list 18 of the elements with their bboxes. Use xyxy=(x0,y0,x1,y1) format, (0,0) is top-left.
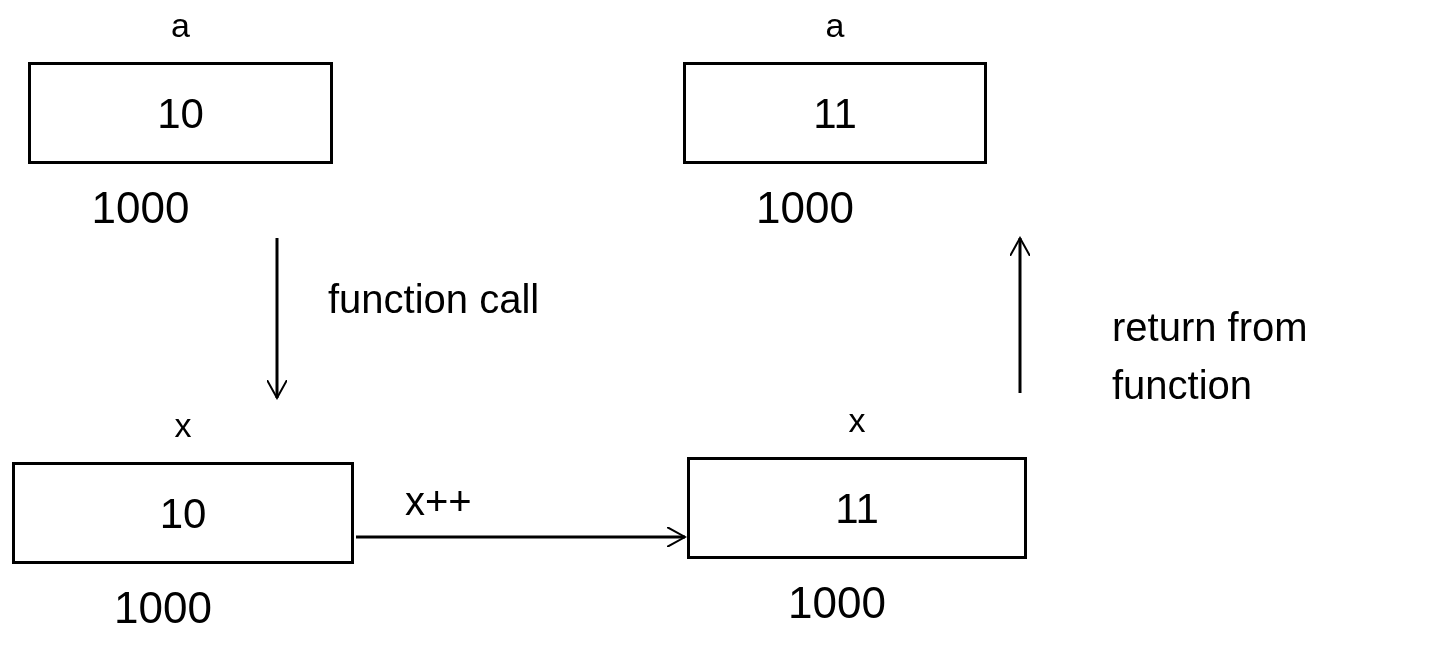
value-box: 11 xyxy=(687,457,1027,559)
value-box: 10 xyxy=(28,62,333,164)
value-box: 11 xyxy=(683,62,987,164)
variable-name: x xyxy=(848,400,866,441)
variable-name: a xyxy=(825,5,845,46)
memory-address: 1000 xyxy=(114,582,212,634)
edge-label: return from function xyxy=(1112,304,1309,409)
arrow xyxy=(266,238,288,399)
memory-address: 1000 xyxy=(91,182,190,234)
arrow xyxy=(356,526,686,548)
variable-name: x xyxy=(174,405,192,446)
arrow xyxy=(1009,237,1031,393)
memory-address: 1000 xyxy=(756,182,854,234)
variable-name: a xyxy=(171,5,190,46)
value-box: 10 xyxy=(12,462,354,564)
edge-label: function call xyxy=(328,276,541,323)
edge-label: x++ xyxy=(405,478,473,525)
memory-address: 1000 xyxy=(788,577,886,629)
